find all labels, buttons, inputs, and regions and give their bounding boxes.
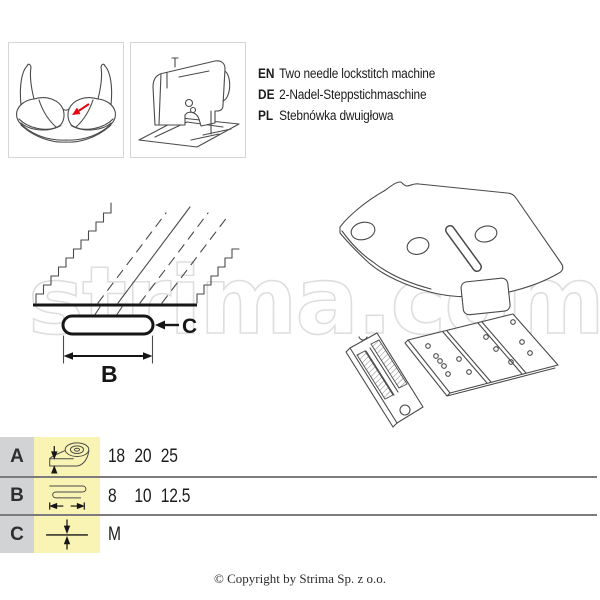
hem-width-icon — [48, 485, 87, 510]
fabric-thickness-icon — [46, 519, 88, 550]
value: 8 — [108, 484, 117, 507]
table-row-a: A 18 20 — [0, 437, 600, 476]
bra-illustration-box — [8, 42, 124, 158]
value: 20 — [134, 445, 152, 467]
value: 10 — [134, 484, 152, 507]
row-values: M — [108, 516, 187, 553]
row-icon-cell — [34, 478, 100, 514]
table-divider — [0, 476, 597, 478]
lang-text: 2-Nadel-Steppstichmaschine — [279, 87, 427, 102]
row-key: C — [0, 516, 34, 553]
tape-width-icon — [49, 442, 90, 474]
language-descriptions: EN Two needle lockstitch machine DE 2-Na… — [258, 66, 435, 129]
dimension-b: B — [62, 335, 154, 387]
lang-row-en: EN Two needle lockstitch machine — [258, 66, 435, 87]
bra-seam-icon — [16, 63, 116, 143]
copyright-text: © Copyright by Strima Sp. z o.o. — [213, 571, 386, 586]
row-values: 18 20 25 — [108, 437, 187, 476]
lang-row-de: DE 2-Nadel-Steppstichmaschine — [258, 87, 435, 108]
machine-illustration-box — [130, 42, 246, 158]
table-row-c: C M — [0, 516, 600, 553]
row-icon-cell — [34, 516, 100, 553]
value: 12.5 — [160, 484, 191, 507]
lang-text: Two needle lockstitch machine — [279, 66, 436, 81]
dimension-c: C — [155, 315, 197, 338]
label-b: B — [101, 361, 118, 387]
lockstitch-machine-icon — [138, 57, 240, 148]
table-row-b: B 8 10 12.5 — [0, 478, 600, 514]
red-arrow — [72, 103, 90, 115]
row-icon-cell — [34, 437, 100, 476]
lang-code: PL — [258, 108, 274, 123]
lang-text: Stebnówka dwuigłowa — [279, 108, 394, 123]
hem-seam-diagram: C B — [33, 202, 240, 387]
value: 25 — [160, 445, 178, 467]
value: 18 — [108, 445, 125, 467]
row-key: A — [0, 437, 34, 476]
lang-code: EN — [258, 66, 275, 81]
row-key: B — [0, 478, 34, 514]
value: M — [108, 523, 121, 545]
row-values: 8 10 12.5 — [108, 478, 191, 514]
table-divider — [0, 514, 597, 516]
feed-plate — [404, 313, 559, 397]
folder-parts-drawing — [339, 181, 564, 428]
lang-row-pl: PL Stebnówka dwuigłowa — [258, 108, 435, 129]
lang-code: DE — [258, 87, 275, 102]
needle-plate — [345, 332, 424, 428]
label-c: C — [182, 315, 197, 338]
folder-plate — [339, 181, 564, 316]
